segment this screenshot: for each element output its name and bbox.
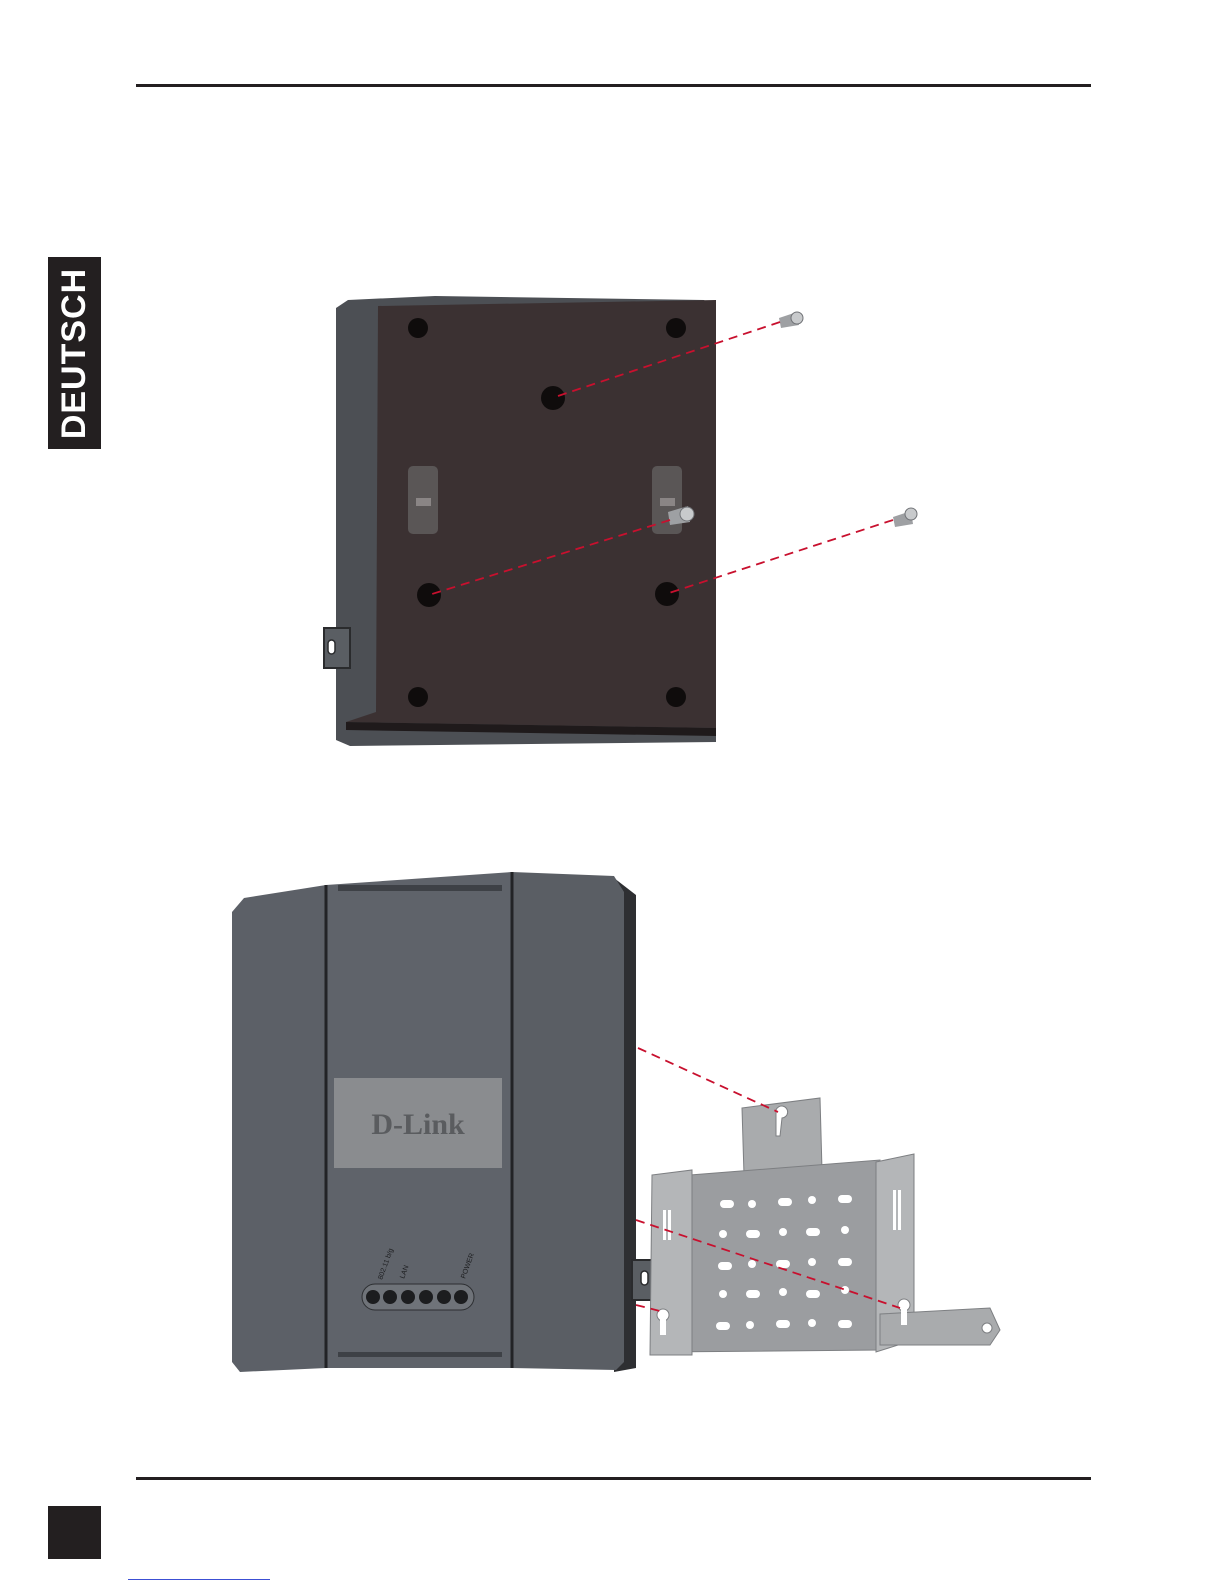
led-indicator: [383, 1290, 397, 1304]
footer-link-underline: [128, 1579, 270, 1580]
led-indicator: [454, 1290, 468, 1304]
device-left-panel: [232, 885, 326, 1372]
device-right-panel: [512, 872, 624, 1370]
brand-logo: D-Link: [371, 1108, 465, 1141]
bracket-left-flange: [650, 1170, 692, 1355]
led-indicator: [366, 1290, 380, 1304]
page-number-box: [48, 1506, 101, 1559]
led-indicator: [401, 1290, 415, 1304]
bottom-rule: [136, 1477, 1091, 1480]
led-indicator: [419, 1290, 433, 1304]
led-indicator: [437, 1290, 451, 1304]
wall-bracket: [650, 1098, 1000, 1355]
